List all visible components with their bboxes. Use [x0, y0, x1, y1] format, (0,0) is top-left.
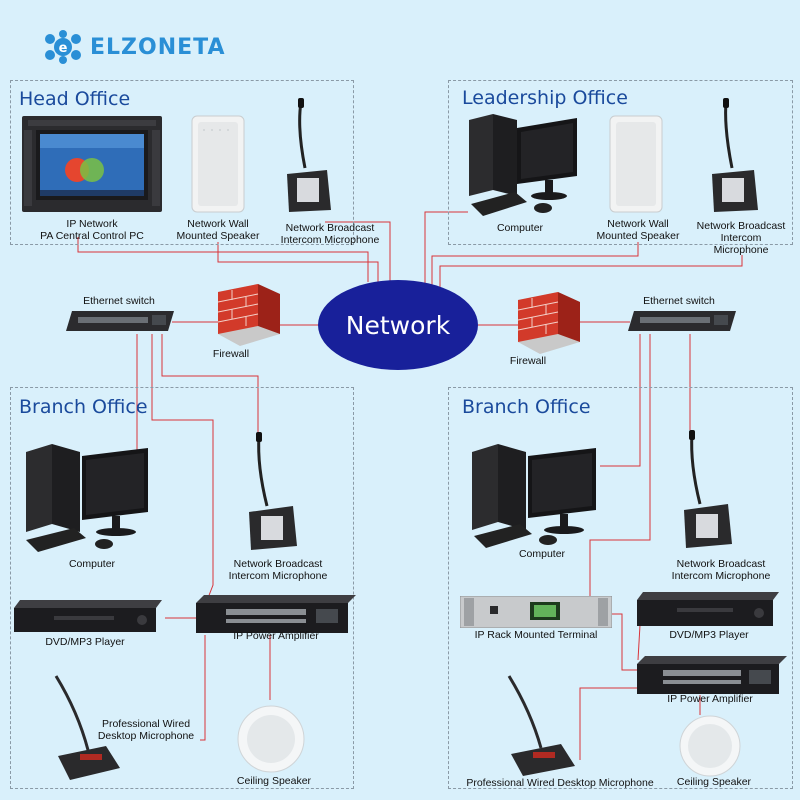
- ethernet-switch-label: Ethernet switch: [643, 295, 715, 307]
- ip-power-amplifier-icon: [637, 656, 787, 694]
- computer-icon: [472, 444, 596, 548]
- wall-speaker-label: Network Wall Mounted Speaker: [596, 218, 680, 242]
- central-control-pc-label: IP Network PA Central Control PC: [40, 218, 144, 242]
- logo-icon: e: [45, 30, 81, 64]
- branch-right-title: Branch Office: [462, 396, 591, 418]
- dvd-player-label: DVD/MP3 Player: [45, 636, 125, 648]
- desktop-microphone-label: Professional Wired Desktop Microphone: [97, 718, 195, 742]
- dvd-player-label: DVD/MP3 Player: [669, 629, 749, 641]
- desktop-microphone-icon: [54, 675, 120, 780]
- ethernet-switch-icon: [628, 311, 736, 331]
- intercom-microphone-label: Network Broadcast Intercom Microphone: [280, 222, 380, 246]
- leadership-office-box: [448, 80, 793, 245]
- firewall-icon: [518, 292, 580, 354]
- intercom-microphone-label: Network Broadcast Intercom Microphone: [671, 558, 771, 582]
- ip-rack-terminal-icon: [460, 596, 612, 628]
- network-label: Network: [345, 310, 451, 340]
- computer-label: Computer: [518, 548, 566, 560]
- brand-name: ELZONETA: [90, 34, 226, 60]
- branch-left-title: Branch Office: [19, 396, 148, 418]
- intercom-microphone-icon: [684, 430, 732, 548]
- dvd-player-icon: [637, 592, 779, 626]
- dvd-player-icon: [14, 600, 162, 632]
- brand-logo: e ELZONETA: [40, 30, 225, 64]
- firewall-label: Firewall: [212, 348, 250, 360]
- intercom-microphone-label: Network Broadcast Intercom Microphone: [228, 558, 328, 582]
- desktop-microphone-icon: [507, 675, 575, 776]
- svg-text:e: e: [59, 41, 68, 56]
- ip-power-amplifier-label: IP Power Amplifier: [233, 630, 319, 642]
- ceiling-speaker-label: Ceiling Speaker: [676, 776, 752, 788]
- computer-label: Computer: [496, 222, 544, 234]
- ip-power-amplifier-label: IP Power Amplifier: [667, 693, 753, 705]
- head-office-box: [10, 80, 354, 245]
- central-control-pc-icon: [22, 116, 162, 212]
- desktop-microphone-label: Professional Wired Desktop Microphone: [466, 777, 654, 789]
- firewall-icon: [218, 284, 280, 346]
- ethernet-switch-icon: [66, 311, 174, 331]
- branch-left-box: [10, 387, 354, 789]
- ceiling-speaker-icon: [679, 715, 741, 777]
- firewall-label: Firewall: [509, 355, 547, 367]
- intercom-microphone-icon: [249, 432, 297, 550]
- head-office-title: Head Office: [19, 88, 131, 110]
- wall-speaker-icon: [191, 115, 245, 213]
- branch-right-box: [448, 387, 793, 789]
- ceiling-speaker-icon: [237, 705, 305, 773]
- leadership-office-title: Leadership Office: [462, 87, 628, 109]
- wall-speaker-label: Network Wall Mounted Speaker: [176, 218, 260, 242]
- computer-icon: [26, 444, 148, 552]
- network-cloud: Network: [318, 280, 478, 370]
- ceiling-speaker-label: Ceiling Speaker: [236, 775, 312, 787]
- computer-icon: [469, 114, 577, 216]
- intercom-microphone-icon: [712, 98, 758, 212]
- wall-speaker-icon: [609, 115, 663, 213]
- ip-power-amplifier-icon: [196, 595, 356, 633]
- ethernet-switch-label: Ethernet switch: [83, 295, 155, 307]
- intercom-microphone-icon: [287, 98, 331, 212]
- intercom-microphone-label: Network Broadcast Intercom Microphone: [696, 220, 786, 256]
- computer-label: Computer: [68, 558, 116, 570]
- ip-rack-terminal-label: IP Rack Mounted Terminal: [474, 629, 598, 641]
